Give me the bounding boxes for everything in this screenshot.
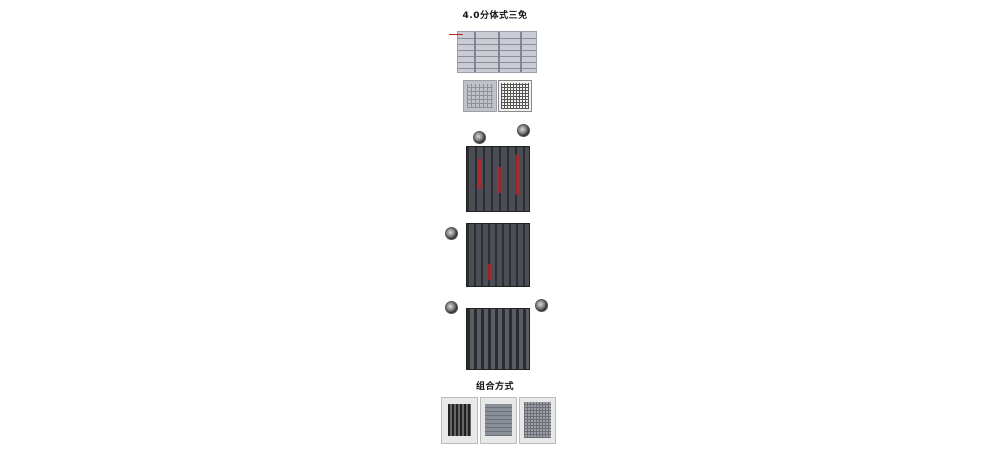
combination-photo-1 xyxy=(441,397,478,444)
detail-photo-icon xyxy=(535,299,548,312)
dark-panel-3 xyxy=(466,308,530,370)
small-plate-right xyxy=(498,80,532,112)
detail-photo-icon xyxy=(445,227,458,240)
dark-panel-1 xyxy=(466,146,530,212)
small-plate-left xyxy=(463,80,497,112)
section-title-combination: 组合方式 xyxy=(475,382,514,392)
section-title-main: 4.0分体式三免 xyxy=(462,11,528,21)
detail-photo-icon xyxy=(445,301,458,314)
detail-photo-icon xyxy=(473,131,486,144)
combination-photo-2 xyxy=(480,397,517,444)
dark-panel-2 xyxy=(466,223,530,287)
combination-photo-3 xyxy=(519,397,556,444)
top-gray-plate xyxy=(457,31,537,73)
red-leader-line xyxy=(449,34,463,35)
detail-photo-icon xyxy=(517,124,530,137)
